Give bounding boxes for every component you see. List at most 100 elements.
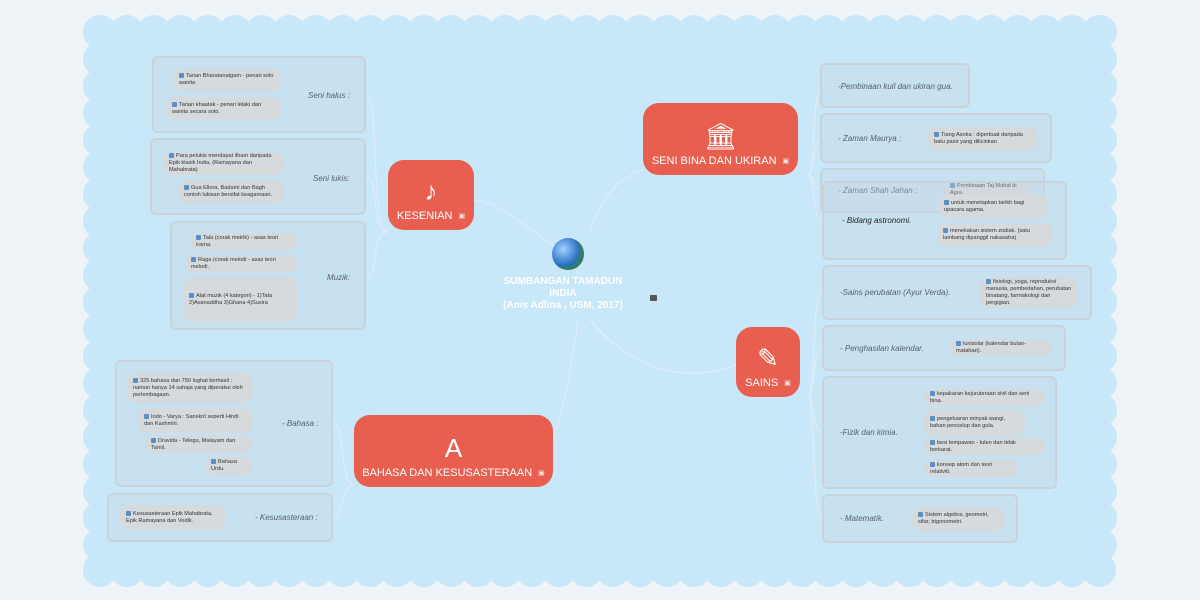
link-icon [172, 101, 177, 107]
link-icon [126, 510, 131, 516]
leaf-label: Kesusasteraan Epik Mahabrata, Epik Ramay… [126, 510, 213, 524]
subtopic-label[interactable]: -Sains perubatan (Ayur Verda). [840, 288, 951, 297]
leaf-item[interactable]: Tarian khaatak - penari lelaki dan wanit… [166, 97, 281, 120]
leaf-text: Alat muzik (4 kategori) - 1)Tata 2)Avana… [189, 293, 292, 307]
leaf-item[interactable]: Tala (corak metrik) - asas teori irama. [190, 233, 298, 250]
leaf-text: 325 bahasa dan 750 loghat berhasil ; nam… [133, 378, 247, 399]
subtopic-label[interactable]: - Penghasilan kalendar. [840, 344, 924, 353]
link-icon [918, 512, 923, 518]
link-icon [151, 437, 156, 443]
leaf-label: Pembinaan Taj Mahal di Agra. [950, 182, 1017, 196]
leaf-text: kepakaran kejuruteraan sivil dan seni bi… [930, 391, 1039, 405]
subtopic-label[interactable]: - Zaman Maurya : [838, 134, 902, 143]
leaf-label: Indo - Varya : Sanskrit seperti Hindi da… [144, 413, 239, 427]
leaf-label: Gua Ellora, Badami dan Bagh contoh lukis… [184, 184, 273, 198]
leaf-item[interactable]: Tarian Bharatanatgam - penari solo wanit… [173, 69, 281, 91]
note-icon[interactable] [650, 295, 657, 301]
link-icon [184, 184, 189, 190]
subtopic-label[interactable]: -Fizik dan kimia. [840, 428, 898, 437]
leaf-text: Sistem algebra, geometri, sifar, trigono… [918, 512, 999, 526]
central-title: SUMBANGAN TAMADUN INDIA [503, 276, 623, 299]
leaf-label: menekakan sistem zodiak. (satu lambang d… [943, 228, 1030, 241]
topic-label: KESENIAN [396, 210, 453, 222]
leaf-text: menekakan sistem zodiak. (satu lambang d… [943, 228, 1047, 242]
leaf-item[interactable]: 325 bahasa dan 750 loghat berhasil ; nam… [127, 373, 253, 403]
leaf-text: Tiang Asoka : diperbuat daripada batu pa… [934, 132, 1032, 146]
leaf-item[interactable]: Alat muzik (4 kategori) - 1)Tata 2)Avana… [183, 277, 298, 322]
leaf-text: Kesusasteraan Epik Mahabrata, Epik Ramay… [126, 511, 220, 525]
leaf-item[interactable]: menekakan sistem zodiak. (satu lambang d… [937, 223, 1053, 247]
leaf-item[interactable]: Para pelukis mendapat ilham daripada Epi… [163, 152, 285, 175]
leaf-label: Sistem algebra, geometri, sifar, trigono… [918, 512, 989, 525]
leaf-item[interactable]: konsep atom dan teori relativiti. [924, 460, 1018, 477]
leaf-text: Gua Ellora, Badami dan Bagh contoh lukis… [184, 185, 279, 199]
leaf-label: lunisolar (kalendar bulan-matahari). [956, 341, 1026, 354]
dictionary-icon: A [444, 433, 463, 463]
note-icon[interactable]: ▣ [782, 158, 790, 165]
subtopic-label[interactable]: - Bahasa : [282, 419, 319, 428]
leaf-item[interactable]: untuk menetapkan tarikh bagi upacara aga… [938, 195, 1048, 218]
link-icon [211, 459, 216, 465]
leaf-item[interactable]: besi tempawan - tulen dan tidak berkarat… [924, 438, 1045, 455]
leaf-text: lunisolar (kalendar bulan-matahari). [956, 341, 1046, 355]
note-icon[interactable]: ▣ [538, 470, 545, 477]
leaf-item[interactable]: Tiang Asoka : diperbuat daripada batu pa… [928, 127, 1038, 151]
leaf-text: Bahasa Urdu. [211, 459, 247, 473]
leaf-label: Dravida - Telegu, Malayam dan Tamil. [151, 437, 236, 451]
leaf-text: Dravida - Telegu, Malayam dan Tamil. [151, 438, 247, 452]
building-icon: 🏛 [703, 121, 737, 151]
subtopic-label[interactable]: - Kesusasteraan : [255, 513, 318, 522]
topic-sains[interactable]: ✎SAINS▣ [736, 327, 800, 397]
subtopic-label[interactable]: - Zaman Shah Jahan : [838, 186, 918, 195]
leaf-item[interactable]: Pembinaan Taj Mahal di Agra. [944, 183, 1031, 196]
group-box [152, 56, 366, 133]
leaf-item[interactable]: Bahasa Urdu. [205, 457, 253, 475]
link-icon [930, 461, 935, 467]
subtopic-label[interactable]: - Matematik. [840, 514, 885, 523]
leaf-label: Alat muzik (4 kategori) - 1)Tata 2)Avana… [189, 292, 273, 306]
leaf-label: untuk menetapkan tarikh bagi upacara aga… [944, 199, 1025, 213]
leaf-item[interactable]: Raga (corak melodi - asas teori melodi. [185, 255, 298, 272]
subtopic-label[interactable]: Seni halus : [308, 91, 350, 100]
central-topic[interactable]: SUMBANGAN TAMADUN INDIA (Anis Adlina , U… [490, 276, 636, 312]
leaf-text: Tarian khaatak - penari lelaki dan wanit… [172, 102, 275, 116]
leaf-item[interactable]: kepakaran kejuruteraan sivil dan seni bi… [924, 389, 1045, 406]
link-icon [189, 292, 194, 298]
link-icon [943, 228, 948, 234]
leaf-item[interactable]: Kesusasteraan Epik Mahabrata, Epik Ramay… [120, 505, 226, 530]
leaf-item[interactable]: Dravida - Telegu, Malayam dan Tamil. [145, 436, 253, 453]
leaf-item[interactable]: pengeluaran minyak wangi, bahan pencelup… [924, 410, 1025, 436]
subtopic-label[interactable]: Muzik: [327, 273, 351, 282]
leaf-label: konsep atom dan teori relativiti. [930, 461, 993, 475]
leaf-text: Indo - Varya : Sanskrit seperti Hindi da… [144, 414, 247, 428]
topic-seni-bina-dan-ukiran[interactable]: 🏛SENI BINA DAN UKIRAN▣ [643, 103, 798, 175]
leaf-label: Para pelukis mendapat ilham daripada Epi… [169, 153, 272, 173]
leaf-label: Tarian khaatak - penari lelaki dan wanit… [172, 101, 262, 115]
leaf-label: Bahasa Urdu. [211, 459, 237, 472]
leaf-label: Tala (corak metrik) - asas teori irama. [196, 234, 279, 248]
leaf-text: Para pelukis mendapat ilham daripada Epi… [169, 153, 279, 174]
leaf-label: besi tempawan - tulen dan tidak berkarat… [930, 439, 1016, 453]
note-icon[interactable]: ▣ [784, 380, 791, 387]
link-icon [944, 199, 949, 205]
leaf-item[interactable]: fisiologi, yoga, reproduksi manusia, pem… [980, 277, 1078, 308]
link-icon [191, 256, 196, 262]
subtopic-label[interactable]: Seni lukis: [313, 174, 350, 183]
link-icon [144, 413, 149, 419]
leaf-label: pengeluaran minyak wangi, bahan pencelup… [930, 416, 1006, 429]
subtopic-label[interactable]: -Pembinaan kuil dan ukiran gua. [838, 82, 953, 91]
leaf-item[interactable]: Sistem algebra, geometri, sifar, trigono… [912, 507, 1005, 531]
leaf-item[interactable]: Indo - Varya : Sanskrit seperti Hindi da… [138, 408, 253, 433]
leaf-item[interactable]: Gua Ellora, Badami dan Bagh contoh lukis… [178, 180, 285, 203]
link-icon [133, 377, 138, 383]
link-icon [169, 153, 174, 159]
topic-kesenian[interactable]: ♪KESENIAN▣ [388, 160, 474, 230]
leaf-text: Tarian Bharatanatgam - penari solo wanit… [179, 73, 275, 87]
link-icon [934, 132, 939, 138]
note-icon[interactable]: ▣ [458, 213, 466, 220]
subtopic-label[interactable]: - Bidang astronomi. [842, 216, 912, 225]
leaf-label: 325 bahasa dan 750 loghat berhasil ; nam… [133, 377, 243, 398]
leaf-item[interactable]: lunisolar (kalendar bulan-matahari). [950, 340, 1052, 356]
